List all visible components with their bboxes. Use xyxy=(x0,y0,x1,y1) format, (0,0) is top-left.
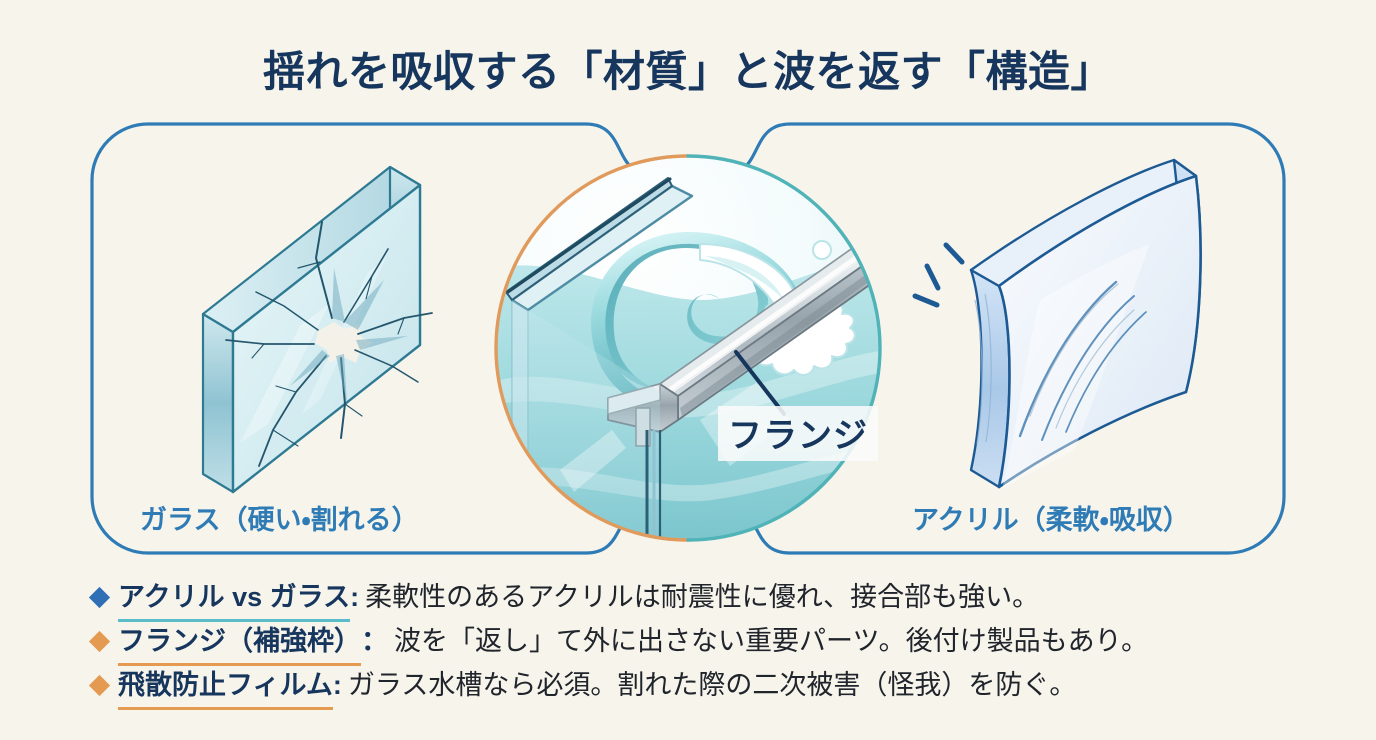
flex-spark-marks xyxy=(912,242,965,308)
flange-leader-line xyxy=(734,350,786,416)
flange-corner-profile xyxy=(607,383,679,447)
tank-corner-seam xyxy=(645,430,662,540)
diamond-bullet-icon xyxy=(88,674,111,697)
right-panel-caption: アクリル（柔軟・吸収） xyxy=(912,505,1190,535)
bullet-term: アクリル vs ガラス xyxy=(118,578,351,622)
bullet-colon: ： xyxy=(361,626,388,656)
page-title: 揺れを吸収する「材質」と波を返す「構造」 xyxy=(262,48,1113,95)
diamond-bullet-icon xyxy=(88,586,111,609)
list-item: 飛散防止フィルム : ガラス水槽なら必須。割れた際の二次被害（怪我）を防ぐ。 xyxy=(88,666,1332,710)
diamond-bullet-icon xyxy=(88,630,111,653)
left-panel-caption: ガラス（硬い・割れる） xyxy=(140,505,419,535)
bullet-description: ガラス水槽なら必須。割れた際の二次被害（怪我）を防ぐ。 xyxy=(347,670,1077,700)
bullet-term: フランジ（補強枠） xyxy=(118,622,361,666)
center-circle-illustration xyxy=(494,154,882,542)
bullet-colon: : xyxy=(332,670,342,700)
flange-rail xyxy=(659,225,880,421)
list-item: フランジ（補強枠） ： 波を「返し」て外に出さない重要パーツ。後付け製品もあり。 xyxy=(88,622,1332,666)
key-points-list: アクリル vs ガラス : 柔軟性のあるアクリルは耐震性に優れ、接合部も強い。 … xyxy=(88,578,1332,710)
bullet-colon: : xyxy=(350,582,360,612)
flange-callout-label: フランジ xyxy=(718,406,878,461)
bullet-description: 柔軟性のあるアクリルは耐震性に優れ、接合部も強い。 xyxy=(365,582,1040,612)
list-item: アクリル vs ガラス : 柔軟性のあるアクリルは耐震性に優れ、接合部も強い。 xyxy=(88,578,1332,622)
right-panel-card xyxy=(742,122,1286,555)
bullet-term: 飛散防止フィルム xyxy=(118,666,333,710)
left-panel-card xyxy=(90,122,634,555)
wave-shape xyxy=(591,231,856,408)
cracked-glass-illustration xyxy=(201,165,433,494)
flexing-acrylic-illustration xyxy=(912,158,1202,490)
bullet-description: 波を「返し」て外に出さない重要パーツ。後付け製品もあり。 xyxy=(394,626,1149,656)
